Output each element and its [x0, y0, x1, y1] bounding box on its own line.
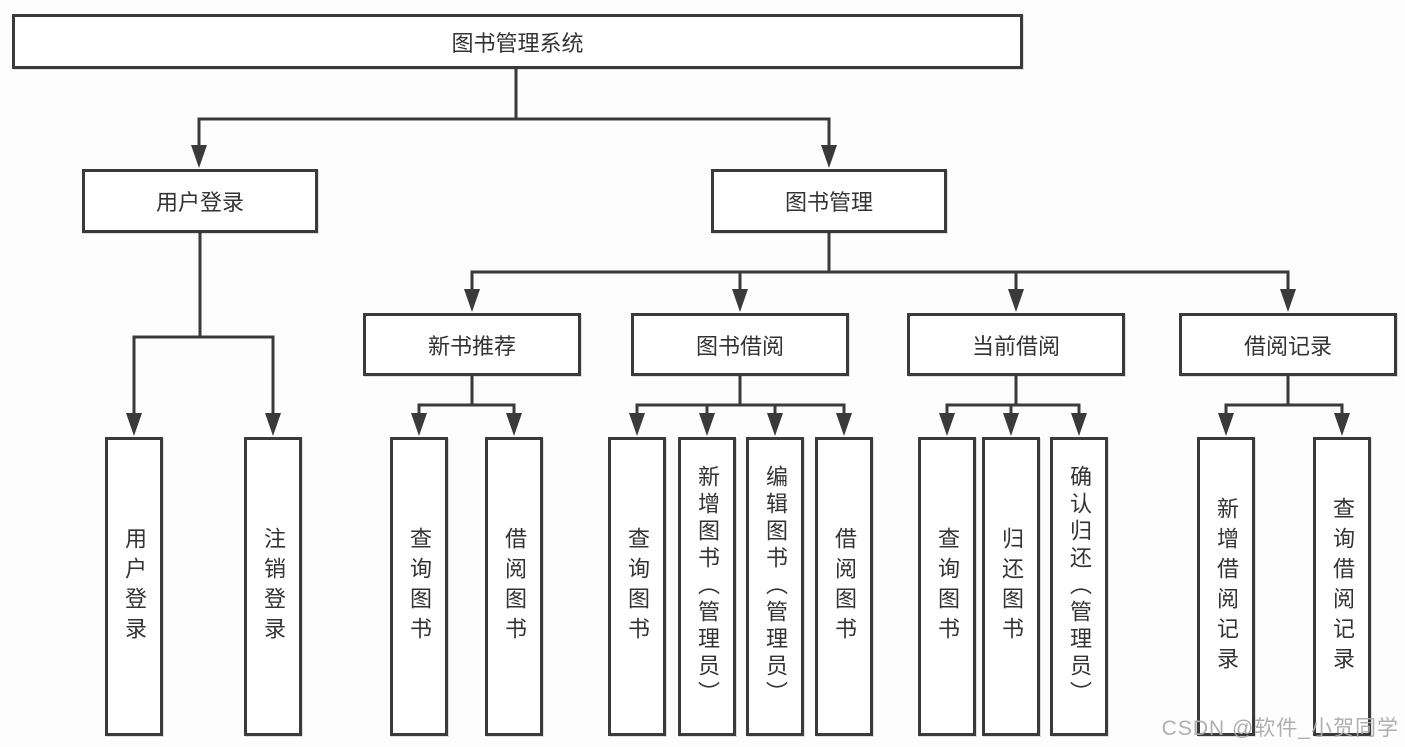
node-label: 新书推荐 [427, 333, 516, 359]
arrowhead-icon [1218, 413, 1234, 436]
leaf-add-borrow-record: 新增借阅记录 [1197, 437, 1255, 736]
node-user-login: 用户登录 [82, 169, 318, 233]
leaf-user-login: 用户登录 [105, 437, 163, 736]
arrowhead-icon [732, 289, 748, 312]
leaf-return-books: 归还图书 [982, 437, 1040, 736]
leaf-add-books-admin: 新增图书（管理员） [678, 437, 736, 736]
arrowheads [126, 145, 1350, 436]
leaf-label: 用户登录 [122, 526, 147, 647]
arrowhead-icon [464, 289, 480, 312]
leaf-label: 归还图书 [999, 526, 1024, 647]
arrowhead-icon [411, 413, 427, 436]
arrowhead-icon [1280, 289, 1296, 312]
leaf-query-books-2: 查询图书 [608, 437, 666, 736]
node-root: 图书管理系统 [12, 14, 1023, 69]
leaf-label: 查询借阅记录 [1330, 496, 1355, 677]
node-book-management: 图书管理 [711, 169, 947, 233]
leaf-label: 查询图书 [407, 526, 432, 647]
node-new-books: 新书推荐 [363, 313, 581, 376]
leaf-confirm-return-admin: 确认归还（管理员） [1050, 437, 1108, 736]
leaf-label: 查询图书 [935, 526, 960, 647]
arrowhead-icon [1008, 289, 1024, 312]
leaf-query-borrow-record: 查询借阅记录 [1313, 437, 1371, 736]
leaf-label: 新增图书（管理员） [695, 465, 720, 708]
node-book-borrowing: 图书借阅 [631, 313, 849, 376]
node-label: 当前借阅 [971, 333, 1060, 359]
arrowhead-icon [265, 413, 281, 436]
arrowhead-icon [126, 413, 142, 436]
arrowhead-icon [1334, 413, 1350, 436]
csdn-watermark: CSDN @软件_小贺同学 [1161, 717, 1399, 740]
leaf-borrow-books-1: 借阅图书 [485, 437, 543, 736]
leaf-label: 借阅图书 [502, 526, 527, 647]
arrowhead-icon [836, 413, 852, 436]
leaf-label: 注销登录 [261, 526, 286, 647]
node-label: 借阅记录 [1243, 333, 1332, 359]
arrowhead-icon [1071, 413, 1087, 436]
leaf-label: 借阅图书 [832, 526, 857, 647]
arrowhead-icon [821, 145, 837, 168]
arrowhead-icon [939, 413, 955, 436]
leaf-label: 编辑图书（管理员） [763, 465, 788, 708]
leaf-borrow-books-2: 借阅图书 [815, 437, 873, 736]
leaf-label: 确认归还（管理员） [1067, 465, 1092, 708]
node-label: 图书借阅 [695, 333, 784, 359]
node-label: 图书管理 [784, 190, 873, 215]
leaf-label: 查询图书 [625, 526, 650, 647]
leaf-edit-books-admin: 编辑图书（管理员） [746, 437, 804, 736]
arrowhead-icon [767, 413, 783, 436]
leaf-label: 新增借阅记录 [1214, 496, 1239, 677]
leaf-query-books-3: 查询图书 [918, 437, 976, 736]
arrowhead-icon [191, 145, 207, 168]
arrowhead-icon [699, 413, 715, 436]
node-borrowing-records: 借阅记录 [1179, 313, 1397, 376]
node-root-label: 图书管理系统 [451, 30, 584, 56]
node-current-borrowing: 当前借阅 [907, 313, 1125, 376]
node-label: 用户登录 [155, 190, 244, 215]
leaf-query-books-1: 查询图书 [390, 437, 448, 736]
arrowhead-icon [1003, 413, 1019, 436]
leaf-logout: 注销登录 [244, 437, 302, 736]
arrowhead-icon [629, 413, 645, 436]
arrowhead-icon [506, 413, 522, 436]
